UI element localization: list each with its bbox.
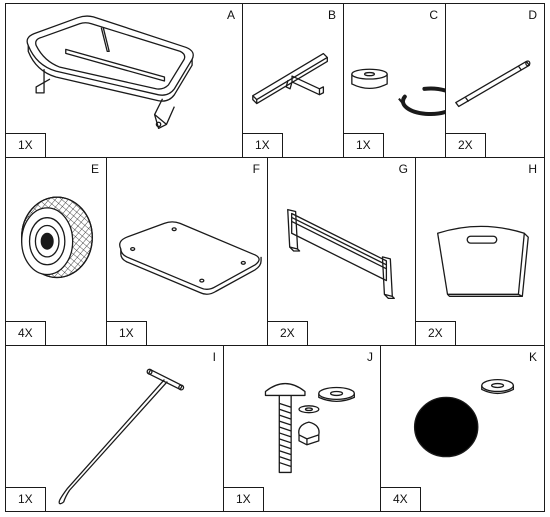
quantity-label: 4X bbox=[5, 321, 46, 346]
part-letter: I bbox=[212, 350, 216, 364]
part-letter: F bbox=[252, 162, 260, 176]
handle-icon bbox=[6, 346, 223, 511]
bolt-washer-nut-icon bbox=[224, 346, 380, 511]
part-letter: C bbox=[429, 8, 438, 22]
quantity-label: 1X bbox=[5, 487, 46, 512]
axle-frame-icon bbox=[243, 4, 343, 157]
part-d-cell: D 2X bbox=[445, 3, 545, 158]
part-letter: E bbox=[90, 162, 99, 176]
part-letter: A bbox=[226, 8, 235, 22]
part-letter: J bbox=[367, 350, 373, 364]
part-f-cell: F 1X bbox=[106, 157, 268, 346]
part-letter: K bbox=[528, 350, 537, 364]
wheel-icon bbox=[6, 158, 106, 345]
part-g-cell: G 2X bbox=[267, 157, 416, 346]
quantity-label: 2X bbox=[415, 321, 456, 346]
part-k-cell: K 4X bbox=[380, 345, 545, 512]
part-b-cell: B 1X bbox=[242, 3, 344, 158]
part-letter: D bbox=[528, 8, 537, 22]
end-panel-icon bbox=[416, 158, 544, 345]
part-letter: H bbox=[528, 162, 537, 176]
quantity-label: 1X bbox=[223, 487, 264, 512]
quantity-label: 4X bbox=[380, 487, 421, 512]
part-h-cell: H 2X bbox=[415, 157, 545, 346]
quantity-label: 1X bbox=[343, 133, 384, 158]
part-j-cell: J 1X bbox=[223, 345, 381, 512]
quantity-label: 2X bbox=[445, 133, 486, 158]
part-e-cell: E 4X bbox=[5, 157, 107, 346]
part-i-cell: I 1X bbox=[5, 345, 224, 512]
floor-panel-icon bbox=[107, 158, 267, 345]
quantity-label: 1X bbox=[5, 133, 46, 158]
part-letter: G bbox=[398, 162, 408, 176]
cap-and-washer-icon bbox=[381, 346, 544, 511]
cart-body-frame-icon bbox=[6, 4, 242, 157]
part-letter: B bbox=[327, 8, 336, 22]
rod-icon bbox=[446, 4, 544, 157]
quantity-label: 2X bbox=[267, 321, 308, 346]
side-panel-icon bbox=[268, 158, 415, 345]
quantity-label: 1X bbox=[106, 321, 147, 346]
collar-and-ring-icon bbox=[344, 4, 445, 157]
part-c-cell: C 1X bbox=[343, 3, 446, 158]
quantity-label: 1X bbox=[242, 133, 283, 158]
part-a-cell: A 1X bbox=[5, 3, 243, 158]
